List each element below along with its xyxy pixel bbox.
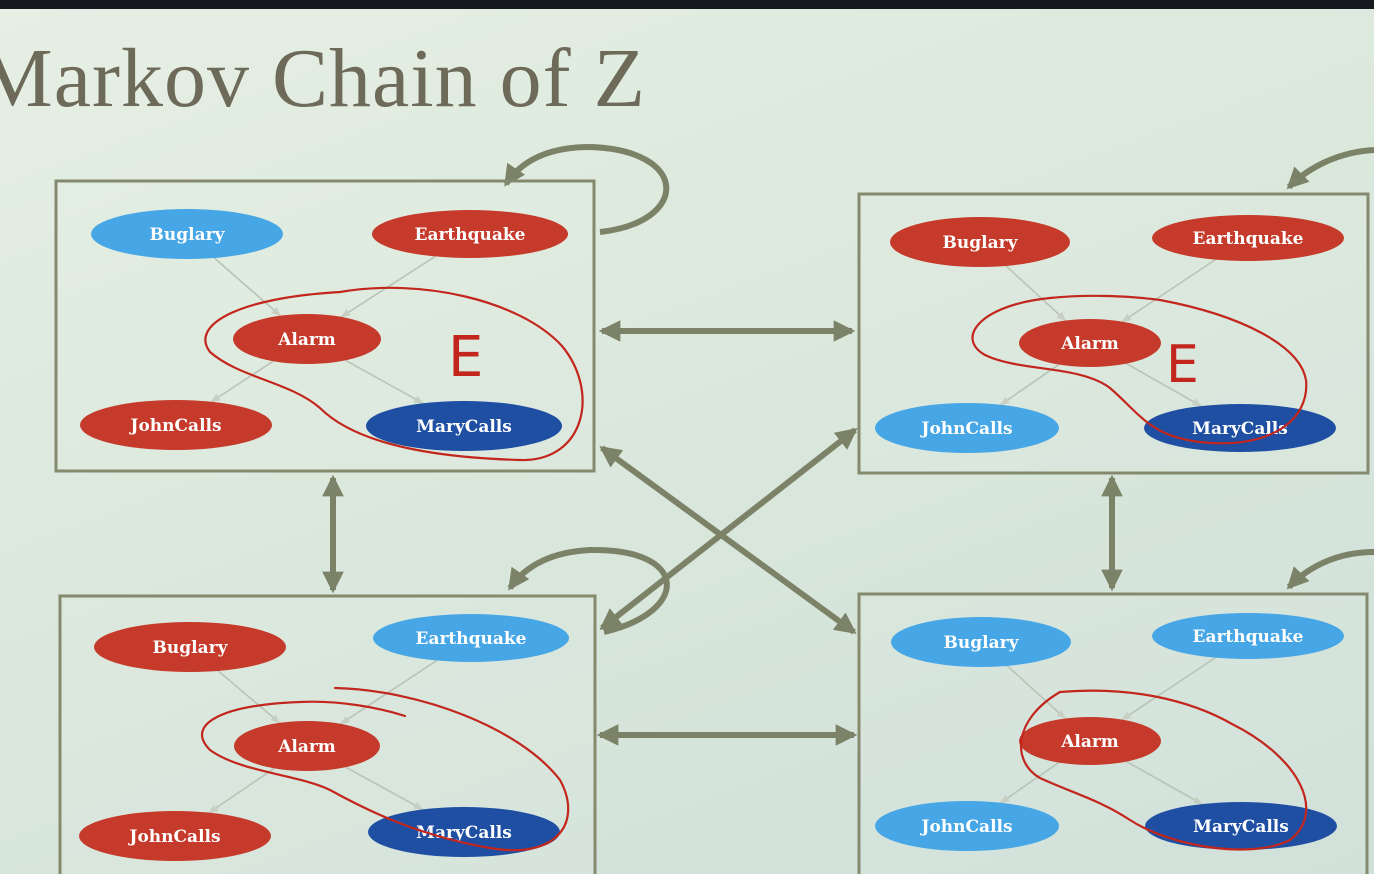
node-ellipse: [1019, 717, 1161, 765]
node-label: Earthquake: [1193, 627, 1304, 647]
self-loop-arrow-bottom-right: [1286, 549, 1374, 590]
edge-alarm-to-marycalls: [1125, 362, 1203, 407]
edge-earthquake-to-alarm: [1121, 656, 1216, 721]
slide-title: Markov Chain of Z: [0, 32, 646, 125]
node-label: Alarm: [277, 330, 336, 350]
node-johncalls: JohnCalls: [80, 400, 272, 450]
evidence-mark-top-right: E: [1166, 335, 1199, 395]
edge-earthquake-to-alarm: [339, 659, 438, 725]
evidence-loop-bottom-left: [201, 686, 570, 852]
node-marycalls: MaryCalls: [1144, 404, 1336, 452]
node-label: JohnCalls: [919, 817, 1012, 837]
evidence-mark-top-left: E: [448, 325, 483, 390]
top-dark-bar: [0, 0, 1374, 9]
node-ellipse: [79, 811, 271, 861]
node-earthquake: Earthquake: [1152, 215, 1344, 261]
evidence-loop-top-right: [971, 294, 1308, 445]
node-earthquake: Earthquake: [1152, 613, 1344, 659]
node-ellipse: [91, 209, 283, 259]
node-alarm: Alarm: [1019, 717, 1161, 765]
node-label: MaryCalls: [416, 417, 512, 437]
node-label: Alarm: [277, 737, 336, 757]
node-ellipse: [1152, 215, 1344, 261]
node-ellipse: [372, 210, 568, 258]
self-loop-arrow-top-right: [1286, 147, 1374, 190]
edge-alarm-to-johncalls: [999, 761, 1060, 804]
edge-alarm-to-johncalls: [999, 363, 1060, 406]
node-label: Earthquake: [1193, 229, 1304, 249]
node-marycalls: MaryCalls: [366, 401, 562, 451]
edge-alarm-to-marycalls: [345, 766, 424, 811]
node-johncalls: JohnCalls: [79, 811, 271, 861]
node-label: JohnCalls: [128, 416, 221, 436]
node-ellipse: [890, 217, 1070, 267]
node-label: MaryCalls: [416, 823, 512, 843]
node-ellipse: [1152, 613, 1344, 659]
edge-alarm-to-johncalls: [208, 767, 275, 814]
node-alarm: Alarm: [234, 721, 380, 771]
transition-arrow-top-right-to-bottom-left: [599, 427, 858, 631]
node-label: JohnCalls: [127, 827, 220, 847]
node-ellipse: [366, 401, 562, 451]
node-label: MaryCalls: [1192, 419, 1288, 439]
node-johncalls: JohnCalls: [875, 403, 1059, 453]
node-ellipse: [373, 614, 569, 662]
node-burglary: Buglary: [890, 217, 1070, 267]
node-ellipse: [875, 801, 1059, 851]
evidence-loop-top-left: [204, 286, 584, 462]
edge-earthquake-to-alarm: [1121, 258, 1216, 323]
node-marycalls: MaryCalls: [368, 807, 560, 857]
node-alarm: Alarm: [1019, 319, 1161, 367]
node-ellipse: [368, 807, 560, 857]
edge-burglary-to-alarm: [213, 257, 282, 317]
edge-alarm-to-marycalls: [345, 359, 424, 404]
node-ellipse: [94, 622, 286, 672]
node-burglary: Buglary: [91, 209, 283, 259]
node-ellipse: [234, 721, 380, 771]
node-ellipse: [891, 617, 1071, 667]
transition-arrow-top-left-to-bottom-right: [599, 445, 857, 635]
node-label: Earthquake: [415, 225, 526, 245]
node-label: MaryCalls: [1193, 817, 1289, 837]
node-label: Alarm: [1060, 732, 1119, 752]
node-label: Earthquake: [416, 629, 527, 649]
node-label: Buglary: [944, 633, 1020, 653]
edge-burglary-to-alarm: [1006, 665, 1066, 720]
self-loop-arrow-bottom-left: [507, 546, 670, 635]
node-ellipse: [80, 400, 272, 450]
node-ellipse: [1145, 802, 1337, 850]
node-earthquake: Earthquake: [373, 614, 569, 662]
node-burglary: Buglary: [891, 617, 1071, 667]
node-label: Buglary: [150, 225, 226, 245]
node-ellipse: [1019, 319, 1161, 367]
node-label: JohnCalls: [919, 419, 1012, 439]
edge-alarm-to-marycalls: [1126, 760, 1203, 805]
node-ellipse: [233, 314, 381, 364]
node-johncalls: JohnCalls: [875, 801, 1059, 851]
edge-burglary-to-alarm: [217, 670, 281, 724]
node-earthquake: Earthquake: [372, 210, 568, 258]
evidence-loop-bottom-right: [1019, 689, 1308, 851]
edge-burglary-to-alarm: [1005, 265, 1067, 322]
self-loop-arrow-top-left: [503, 143, 670, 235]
node-label: Buglary: [153, 638, 229, 658]
node-marycalls: MaryCalls: [1145, 802, 1337, 850]
node-label: Buglary: [943, 233, 1019, 253]
node-burglary: Buglary: [94, 622, 286, 672]
edge-earthquake-to-alarm: [340, 255, 436, 318]
edge-alarm-to-johncalls: [210, 360, 274, 403]
node-ellipse: [875, 403, 1059, 453]
node-label: Alarm: [1060, 334, 1119, 354]
node-alarm: Alarm: [233, 314, 381, 364]
